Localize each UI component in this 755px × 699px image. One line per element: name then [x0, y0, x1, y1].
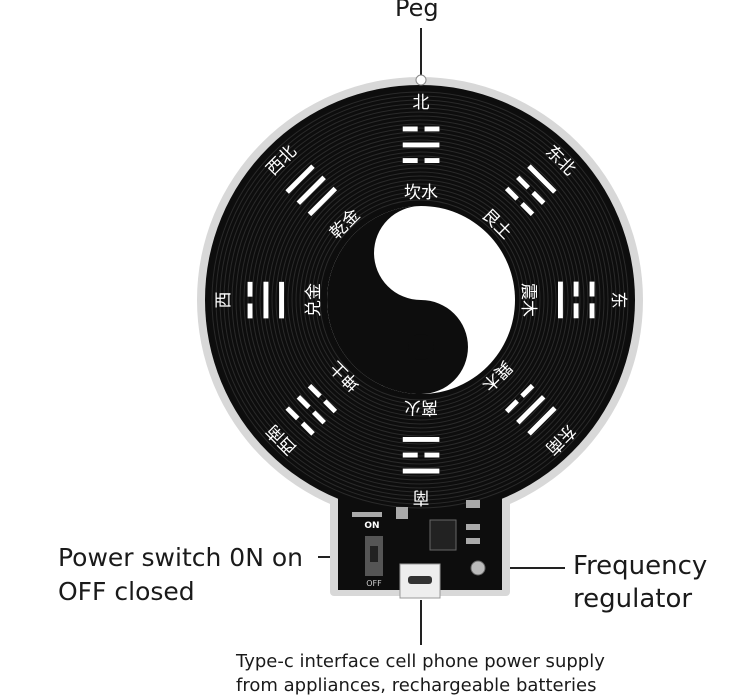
trigram-symbol: ☲: [399, 425, 444, 483]
ic-chip: [429, 519, 457, 551]
typec-label: Type-c interface cell phone power supply…: [236, 650, 605, 698]
trigram-direction-label: 北: [413, 93, 430, 113]
trigram-element-label: 兑金: [304, 283, 324, 317]
trigram-6: 西☱兑金: [214, 278, 324, 323]
peg-hole: [415, 74, 427, 86]
coil-ring: [319, 199, 521, 401]
coil-ring: [311, 191, 529, 409]
switch-on-label: ON: [364, 521, 379, 531]
frequency-line1: Frequency: [573, 551, 708, 581]
power-switch-line2: OFF closed: [58, 577, 195, 606]
frequency-regulator-label: Frequency regulator: [573, 550, 707, 616]
trigram-direction-label: 东: [608, 292, 628, 309]
coil-ring: [307, 187, 533, 413]
frequency-regulator[interactable]: [470, 560, 486, 576]
coil-ring: [271, 151, 569, 449]
trigram-direction-label: 西: [214, 292, 234, 309]
trigram-element-label: 震木: [518, 283, 538, 317]
power-switch-line1: Power switch 0N on: [58, 543, 303, 572]
coil-ring: [211, 91, 629, 509]
coil-ring: [267, 147, 573, 453]
coil-ring: [279, 159, 561, 441]
coil-ring: [219, 99, 621, 501]
power-switch-label: Power switch 0N on OFF closed: [58, 541, 303, 609]
coil-ring: [223, 103, 617, 497]
coil-ring: [303, 183, 537, 417]
coil-ring: [259, 139, 581, 461]
coil-ring: [283, 163, 557, 437]
coil-ring: [315, 195, 525, 405]
trigram-2: 东☳震木: [518, 278, 628, 323]
coil-ring: [227, 107, 613, 493]
coil-ring: [255, 135, 585, 465]
coil-ring: [247, 127, 593, 473]
coil-ring: [231, 111, 609, 489]
trigram-symbol: ☳: [546, 278, 604, 323]
coil-ring: [243, 123, 597, 477]
trigram-4: 南 ☲ 离火: [399, 397, 444, 507]
coil-ring: [239, 119, 601, 481]
switch-off-label: OFF: [366, 579, 382, 588]
trigram-direction-label: 南: [413, 487, 430, 507]
coil-ring: [235, 115, 605, 485]
coil-ring: [263, 143, 577, 457]
coil-ring: [299, 179, 541, 421]
typec-line1: Type-c interface cell phone power supply: [236, 651, 605, 672]
peg-label: Peg: [395, 0, 439, 22]
frequency-line2: regulator: [573, 584, 693, 614]
trigram-element-label: 离火: [404, 397, 438, 417]
coil-ring: [251, 131, 589, 469]
trigram-element-label: 坎水: [404, 183, 438, 203]
coil-ring: [215, 95, 625, 505]
coil-ring: [287, 167, 553, 433]
trigram-symbol: ☵: [399, 117, 444, 175]
yin-yang-symbol: [327, 206, 515, 394]
typec-line2: from appliances, rechargeable batteries: [236, 675, 597, 696]
trigram-symbol: ☱: [238, 278, 296, 323]
coil-ring: [275, 155, 565, 445]
trigram-0: 北 ☵ 坎水: [399, 93, 444, 203]
coil-ring: [295, 175, 545, 425]
coil-ring: [291, 171, 549, 429]
circuit-components: ON OFF: [352, 500, 486, 599]
